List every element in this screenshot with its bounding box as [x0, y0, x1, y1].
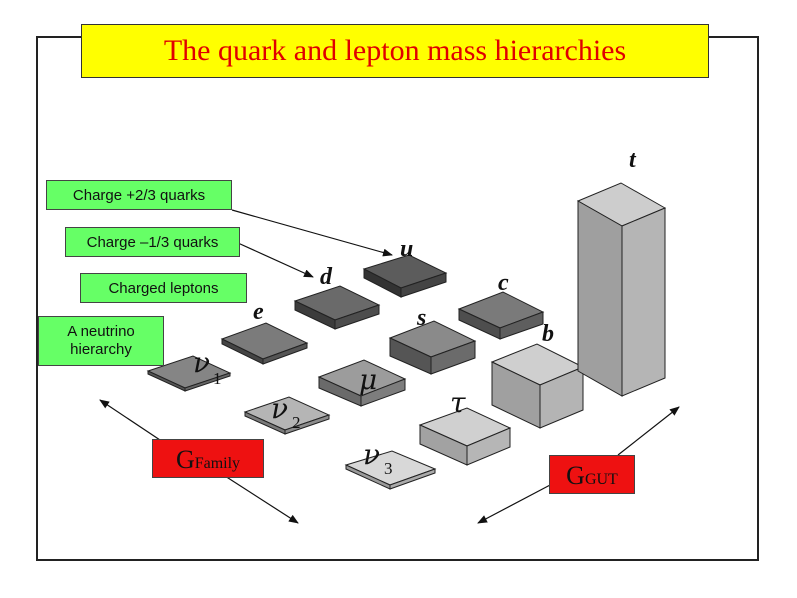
- label-u: u: [400, 236, 413, 262]
- label-charged-leptons: Charged leptons: [80, 273, 247, 303]
- title-banner: The quark and lepton mass hierarchies: [81, 24, 709, 78]
- page-title: The quark and lepton mass hierarchies: [163, 34, 627, 67]
- label-tau: τ: [450, 386, 466, 419]
- label-b: b: [542, 321, 554, 347]
- block-mu: [317, 359, 407, 407]
- label-t: t: [629, 147, 637, 173]
- arrow-family-end-b: [224, 475, 299, 524]
- label-charge-down-quarks: Charge –1/3 quarks: [65, 227, 240, 257]
- label-nu2: ν: [271, 392, 288, 425]
- label-s: s: [416, 305, 426, 331]
- block-b: [490, 343, 585, 429]
- arrow-gut-end-b: [617, 406, 680, 456]
- block-d: [293, 285, 381, 330]
- group-family-sub: Family: [194, 455, 241, 472]
- label-neutrino-line1: A neutrino: [67, 323, 135, 340]
- label-c: c: [498, 270, 509, 296]
- label-d: d: [320, 264, 333, 290]
- block-nu1: [146, 355, 232, 392]
- block-nu2: [243, 396, 331, 435]
- label-nu1-sub: 1: [213, 369, 222, 388]
- block-u: [362, 254, 448, 298]
- label-nu3: ν: [363, 438, 380, 471]
- label-e: e: [253, 299, 264, 325]
- label-charge-down-text: Charge –1/3 quarks: [86, 233, 219, 251]
- arrow-gut-end-a: [477, 483, 553, 524]
- arrow-down-quarks: [237, 242, 314, 278]
- block-nu3: [344, 450, 437, 490]
- label-mu: μ: [359, 363, 377, 396]
- group-family-main: G: [175, 445, 195, 474]
- label-charge-up-text: Charge +2/3 quarks: [72, 186, 206, 204]
- label-charge-up-quarks: Charge +2/3 quarks: [46, 180, 232, 210]
- block-e: [220, 322, 309, 365]
- label-leptons-text: Charged leptons: [108, 279, 219, 297]
- label-nu2-sub: 2: [292, 413, 301, 432]
- label-neutrino-line2: hierarchy: [70, 341, 132, 358]
- label-neutrino-hierarchy: A neutrino hierarchy: [38, 316, 164, 366]
- arrow-family-end-a: [99, 399, 161, 441]
- arrow-up-quarks: [231, 209, 393, 257]
- block-c: [457, 291, 545, 340]
- group-gut-main: G: [566, 461, 585, 490]
- label-nu3-sub: 3: [384, 459, 393, 478]
- block-t: [576, 182, 667, 397]
- block-s: [388, 320, 477, 375]
- group-gut-sub: GUT: [584, 471, 618, 488]
- label-nu1: ν: [193, 346, 210, 379]
- block-tau: [418, 407, 512, 466]
